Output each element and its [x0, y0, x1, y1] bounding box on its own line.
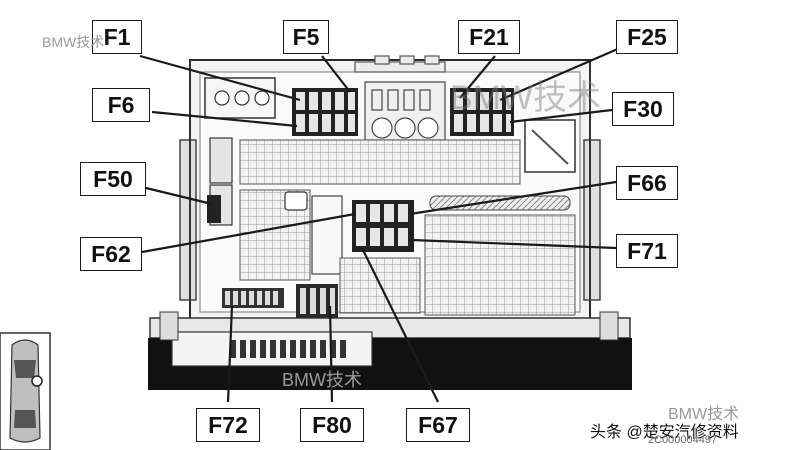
- part-number: 2C000004497: [648, 434, 718, 446]
- fuse-group-f1-f5: [292, 88, 358, 136]
- fuse-label-f72: F72: [196, 408, 260, 442]
- fuse-grid-upper: [239, 139, 521, 185]
- fuse-label-f21: F21: [458, 20, 520, 54]
- leader-lines: [139, 46, 621, 403]
- fuse-label-f50: F50: [80, 162, 146, 196]
- footer-source-handle: @楚安汽修资料: [626, 424, 739, 441]
- clip-small: [284, 191, 308, 211]
- relay-tall: [311, 195, 343, 275]
- fuse-label-f80: F80: [300, 408, 364, 442]
- watermark-middle: BMW技术: [282, 370, 362, 390]
- fuse-label-f66: F66: [616, 166, 678, 200]
- fuse-grid-center: [339, 257, 421, 314]
- watermark-top-left: BMW技术: [42, 34, 105, 50]
- fuse-label-f5: F5: [283, 20, 329, 54]
- fuse-label-f67: F67: [406, 408, 470, 442]
- fuse-f50: [207, 195, 221, 223]
- fuse-label-f25: F25: [616, 20, 678, 54]
- car-top-view-icon: [0, 332, 51, 450]
- fuse-label-f62: F62: [80, 237, 142, 271]
- footer-source: 头条 @楚安汽修资料: [590, 418, 739, 442]
- fuse-grid-right: [424, 214, 576, 316]
- fuse-group-f72: [222, 288, 284, 308]
- relay-area: [364, 81, 446, 141]
- fuse-label-f71: F71: [616, 234, 678, 268]
- fuse-label-f6: F6: [92, 88, 150, 122]
- fuse-label-f1: F1: [92, 20, 142, 54]
- right-module: [524, 119, 576, 173]
- watermark-bottom-right: BMW技术: [668, 406, 740, 423]
- footer-source-prefix: 头条: [590, 424, 623, 441]
- top-ridges: [354, 55, 446, 73]
- fuse-label-f30: F30: [612, 92, 674, 126]
- fuse-group-f80: [296, 284, 338, 318]
- watermark-top-center: BMW技术: [450, 79, 602, 117]
- base-plate: [148, 311, 632, 390]
- fuse-group-f62-f71: [352, 200, 414, 252]
